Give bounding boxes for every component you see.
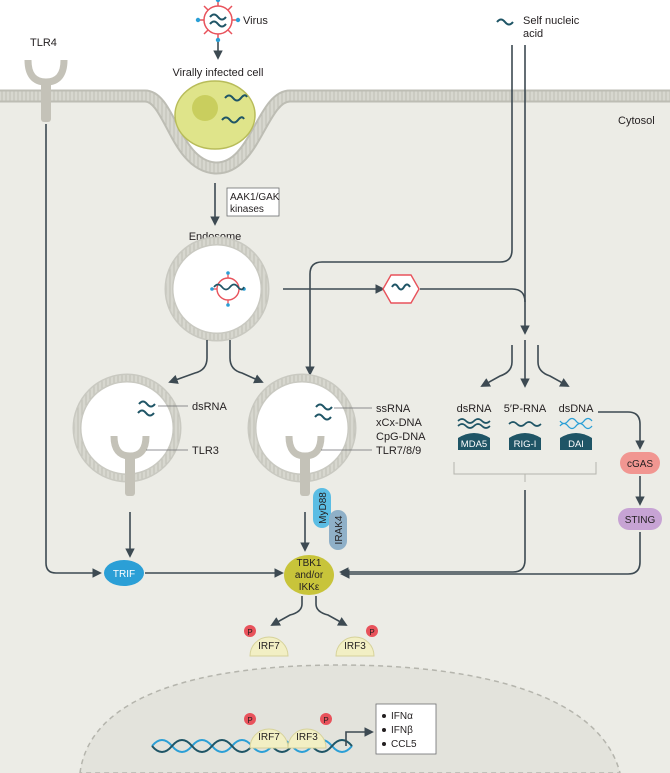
myd88-node: MyD88 bbox=[313, 488, 331, 528]
irf3-node: IRF3 bbox=[335, 636, 375, 657]
gene-ifna: IFNα bbox=[391, 711, 413, 722]
irak4-label: IRAK4 bbox=[334, 515, 345, 544]
rigi-sensor: RIG-I bbox=[509, 433, 541, 450]
dai-ligand-icon bbox=[559, 417, 593, 430]
irf7-nuclear-node: IRF7 bbox=[249, 728, 289, 749]
ssrna-label: ssRNA bbox=[376, 403, 411, 415]
cgas-node: cGAS bbox=[620, 452, 660, 474]
cytosol-label: Cytosol bbox=[618, 115, 655, 127]
kinases-label-2: kinases bbox=[230, 204, 264, 215]
irf7-label: IRF7 bbox=[258, 641, 280, 652]
tbk1-label-3: IKKε bbox=[299, 582, 320, 593]
tbk1-label-1: TBK1 bbox=[296, 558, 321, 569]
irf7-phospho: P bbox=[244, 625, 256, 637]
released-nucleic-acid-icon bbox=[382, 274, 420, 304]
endosome-virus-icon bbox=[210, 271, 246, 307]
irf3-nuclear-label: IRF3 bbox=[296, 732, 318, 743]
mda5-label: MDA5 bbox=[461, 439, 487, 450]
tlr3-receptor bbox=[110, 435, 150, 496]
xcx-dna-label: xCx-DNA bbox=[376, 417, 422, 429]
mda5-ligand-icon bbox=[457, 418, 491, 429]
irf7-phospho-label: P bbox=[247, 628, 252, 637]
irf3-nuclear-node: IRF3 bbox=[287, 728, 327, 749]
irf3-phospho: P bbox=[366, 625, 378, 637]
tlr4-label: TLR4 bbox=[30, 37, 57, 49]
virus-label: Virus bbox=[243, 15, 268, 27]
dai-sensor: DAI bbox=[560, 433, 592, 450]
tlr789-label: TLR7/8/9 bbox=[376, 445, 421, 457]
irak4-node: IRAK4 bbox=[329, 510, 347, 550]
sting-node: STING bbox=[618, 508, 662, 530]
trif-label: TRIF bbox=[113, 569, 135, 580]
irf3-nuclear-phospho-label: P bbox=[323, 716, 328, 725]
cgas-label: cGAS bbox=[627, 459, 653, 470]
dai-label: DAI bbox=[568, 439, 584, 450]
tlr789-receptor bbox=[285, 435, 325, 496]
mda5-sensor: MDA5 bbox=[458, 433, 490, 450]
dsrna-sensor-label: dsRNA bbox=[457, 403, 493, 415]
rigi-ligand-icon bbox=[508, 421, 542, 427]
irf7-nuclear-phospho: P bbox=[244, 713, 256, 725]
gene-ccl5: CCL5 bbox=[391, 739, 417, 750]
nucleus bbox=[79, 664, 621, 773]
gene-ifnb: IFNβ bbox=[391, 725, 413, 736]
tlr789-endosome bbox=[247, 373, 357, 483]
tbk1-label-2: and/or bbox=[295, 570, 324, 581]
tbk1-node: TBK1 and/or IKKε bbox=[284, 555, 334, 595]
irf3-phospho-label: P bbox=[369, 628, 374, 637]
rna5p-label: 5′P-RNA bbox=[504, 403, 547, 415]
infected-cell-label: Virally infected cell bbox=[173, 67, 264, 79]
tlr3-label: TLR3 bbox=[192, 445, 219, 457]
gene-box bbox=[375, 703, 437, 755]
self-nucleic-acid-label-2: acid bbox=[523, 28, 543, 40]
sting-label: STING bbox=[625, 515, 656, 526]
infected-cell bbox=[174, 80, 256, 150]
irf7-nuclear-phospho-label: P bbox=[247, 716, 252, 725]
dsrna-icon bbox=[137, 400, 156, 417]
irf3-label: IRF3 bbox=[344, 641, 366, 652]
self-nucleic-acid-label-1: Self nucleic bbox=[523, 15, 580, 27]
kinases-label-1: AAK1/GAK bbox=[230, 192, 280, 203]
dsrna-left-label: dsRNA bbox=[192, 401, 228, 413]
rigi-label: RIG-I bbox=[514, 439, 537, 450]
cpg-dna-label: CpG-DNA bbox=[376, 431, 426, 443]
trif-node: TRIF bbox=[104, 560, 144, 586]
sensor-bracket bbox=[453, 462, 597, 482]
ssrna-icon bbox=[314, 403, 333, 421]
self-nucleic-acid-icon bbox=[496, 18, 514, 26]
irf7-node: IRF7 bbox=[249, 636, 289, 657]
irf7-nuclear-label: IRF7 bbox=[258, 732, 280, 743]
irf3-nuclear-phospho: P bbox=[320, 713, 332, 725]
virus-icon bbox=[195, 0, 241, 43]
kinases-box bbox=[226, 187, 280, 217]
dsdna-label: dsDNA bbox=[559, 403, 595, 415]
tlr4-receptor bbox=[24, 59, 68, 122]
myd88-label: MyD88 bbox=[318, 492, 329, 524]
